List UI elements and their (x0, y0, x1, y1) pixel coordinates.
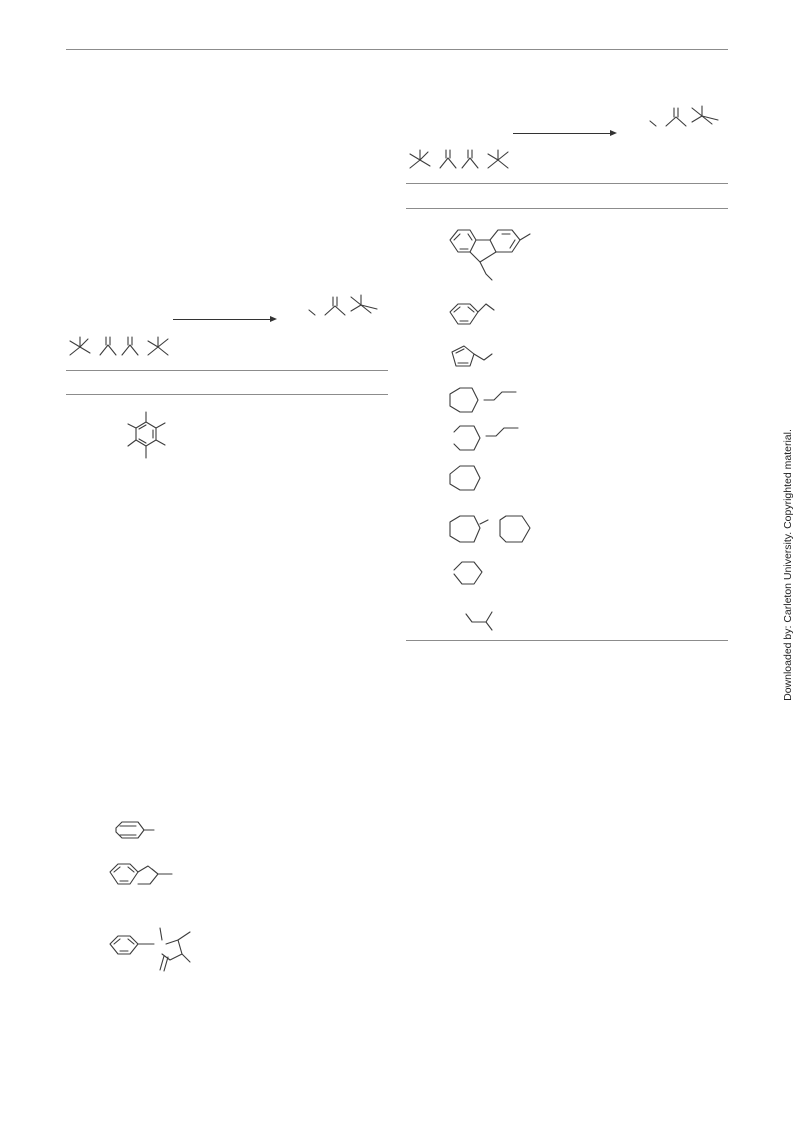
left-reaction-arrow (173, 319, 271, 320)
download-watermark: Downloaded by: Carleton University. Copy… (782, 429, 793, 701)
right-entry-heterocyclepropyl-structure (453, 425, 519, 451)
right-entry-dicyclohexyl-structure (449, 515, 531, 543)
right-entry-benzyl-structure (449, 303, 495, 325)
right-entry-morpholine-structure (453, 561, 483, 585)
left-arrow-head (270, 316, 277, 322)
right-entry-cyclohexyl-structure (449, 465, 481, 491)
right-reaction-arrow (513, 133, 611, 134)
right-entry-thienyl-structure (451, 345, 493, 367)
right-table-header-rule (406, 208, 728, 209)
header-rule (66, 49, 728, 50)
right-product-structure (649, 105, 719, 127)
left-entry-pyrazolone-structure (109, 927, 191, 972)
right-reagent-row (409, 149, 509, 169)
left-entry-benzothiazole-structure (109, 863, 173, 885)
left-entry-1-structure (127, 411, 166, 459)
right-entry-carbazole-structure (449, 229, 531, 281)
right-entry-isobutyl-structure (465, 611, 493, 631)
left-reagent-row (69, 336, 169, 356)
right-arrow-head (610, 130, 617, 136)
left-product-structure (308, 294, 378, 316)
right-entry-cyclohexylpropyl-structure (449, 387, 517, 413)
right-table-top-rule (406, 183, 728, 184)
left-entry-pyridyl-structure (115, 821, 155, 839)
left-table-top-rule (66, 370, 388, 371)
right-table-bottom-rule (406, 640, 728, 641)
left-table-header-rule (66, 394, 388, 395)
